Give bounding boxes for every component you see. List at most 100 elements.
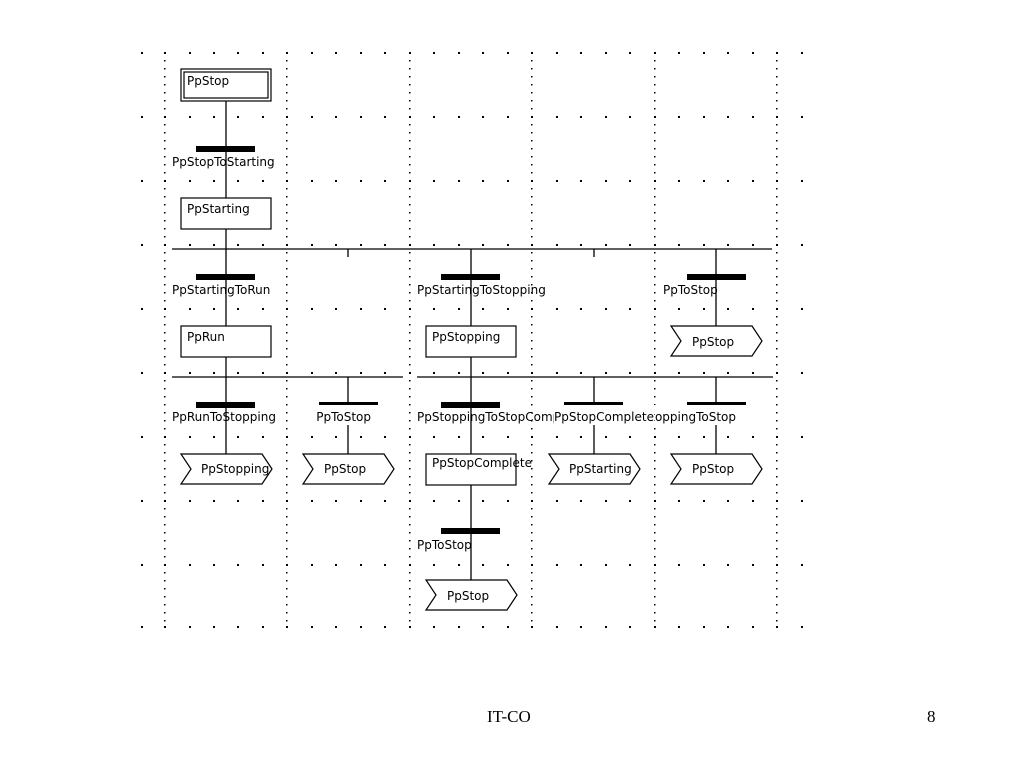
grid-dot bbox=[384, 52, 386, 54]
grid-dot bbox=[654, 276, 656, 278]
grid-dot bbox=[286, 612, 288, 614]
grid-dot bbox=[801, 564, 803, 566]
grid-dot bbox=[776, 348, 778, 350]
jump-arrow[interactable] bbox=[179, 453, 273, 485]
grid-dot bbox=[189, 116, 191, 118]
grid-dot bbox=[409, 292, 411, 294]
grid-dot bbox=[556, 308, 558, 310]
jump-arrow[interactable] bbox=[669, 325, 763, 357]
grid-dot bbox=[531, 316, 533, 318]
step-ppstopping[interactable] bbox=[425, 325, 517, 358]
step-ppstop-initial[interactable] bbox=[180, 68, 272, 102]
grid-dot bbox=[654, 76, 656, 78]
grid-dot bbox=[654, 116, 656, 118]
grid-dot bbox=[801, 626, 803, 628]
grid-dot bbox=[580, 116, 582, 118]
grid-dot bbox=[605, 52, 607, 54]
grid-dot bbox=[164, 76, 166, 78]
grid-dot bbox=[286, 260, 288, 262]
grid-dot bbox=[286, 188, 288, 190]
grid-dot bbox=[409, 332, 411, 334]
grid-dot bbox=[531, 276, 533, 278]
grid-dot bbox=[531, 324, 533, 326]
grid-dot bbox=[654, 532, 656, 534]
grid-dot bbox=[776, 52, 778, 54]
grid-dot bbox=[433, 116, 435, 118]
grid-dot bbox=[801, 244, 803, 246]
grid-dot bbox=[531, 292, 533, 294]
grid-dot bbox=[409, 140, 411, 142]
grid-dot bbox=[605, 180, 607, 182]
grid-dot bbox=[776, 428, 778, 430]
grid-dot bbox=[286, 364, 288, 366]
grid-dot bbox=[311, 116, 313, 118]
grid-dot bbox=[164, 588, 166, 590]
grid-dot bbox=[776, 460, 778, 462]
grid-dot bbox=[458, 626, 460, 628]
grid-dot bbox=[164, 524, 166, 526]
grid-dot bbox=[164, 396, 166, 398]
jump-arrow[interactable] bbox=[669, 453, 763, 485]
grid-dot bbox=[189, 436, 191, 438]
grid-dot bbox=[776, 524, 778, 526]
grid-dot bbox=[531, 252, 533, 254]
grid-dot bbox=[213, 116, 215, 118]
grid-dot bbox=[654, 236, 656, 238]
grid-dot bbox=[531, 556, 533, 558]
grid-dot bbox=[531, 84, 533, 86]
grid-dot bbox=[654, 556, 656, 558]
jump-arrow[interactable] bbox=[424, 579, 518, 611]
grid-dot bbox=[654, 108, 656, 110]
grid-dot bbox=[286, 164, 288, 166]
grid-dot bbox=[776, 180, 778, 182]
jump-arrow[interactable] bbox=[547, 453, 641, 485]
grid-dot bbox=[409, 372, 411, 374]
grid-dot bbox=[237, 500, 239, 502]
grid-dot bbox=[776, 236, 778, 238]
grid-dot bbox=[654, 516, 656, 518]
grid-dot bbox=[433, 180, 435, 182]
grid-dot bbox=[654, 164, 656, 166]
grid-dot bbox=[286, 116, 288, 118]
grid-dot bbox=[507, 372, 509, 374]
grid-dot bbox=[556, 244, 558, 246]
grid-dot bbox=[189, 564, 191, 566]
grid-dot bbox=[580, 436, 582, 438]
grid-dot bbox=[654, 580, 656, 582]
step-pprun[interactable] bbox=[180, 325, 272, 358]
grid-dot bbox=[286, 332, 288, 334]
grid-dot bbox=[458, 372, 460, 374]
grid-dot bbox=[409, 388, 411, 390]
grid-dot bbox=[286, 452, 288, 454]
grid-dot bbox=[164, 468, 166, 470]
grid-dot bbox=[531, 220, 533, 222]
grid-dot bbox=[776, 260, 778, 262]
step-ppstopcomplete[interactable] bbox=[425, 453, 517, 486]
grid-dot bbox=[164, 572, 166, 574]
grid-dot bbox=[335, 116, 337, 118]
grid-dot bbox=[776, 116, 778, 118]
grid-dot bbox=[531, 100, 533, 102]
step-label-ppstopcomplete: PpStopComplete bbox=[432, 456, 532, 470]
grid-dot bbox=[776, 124, 778, 126]
grid-dot bbox=[458, 500, 460, 502]
grid-dot bbox=[409, 236, 411, 238]
grid-dot bbox=[164, 284, 166, 286]
grid-dot bbox=[580, 372, 582, 374]
grid-dot bbox=[482, 372, 484, 374]
grid-dot bbox=[654, 284, 656, 286]
grid-dot bbox=[654, 180, 656, 182]
grid-dot bbox=[286, 244, 288, 246]
grid-dot bbox=[262, 564, 264, 566]
grid-dot bbox=[776, 308, 778, 310]
grid-dot bbox=[164, 460, 166, 462]
grid-dot bbox=[262, 244, 264, 246]
grid-dot bbox=[286, 468, 288, 470]
grid-dot bbox=[164, 84, 166, 86]
step-ppstarting[interactable] bbox=[180, 197, 272, 230]
grid-dot bbox=[654, 388, 656, 390]
grid-dot bbox=[164, 444, 166, 446]
jump-arrow[interactable] bbox=[301, 453, 395, 485]
grid-dot bbox=[164, 180, 166, 182]
grid-dot bbox=[311, 372, 313, 374]
